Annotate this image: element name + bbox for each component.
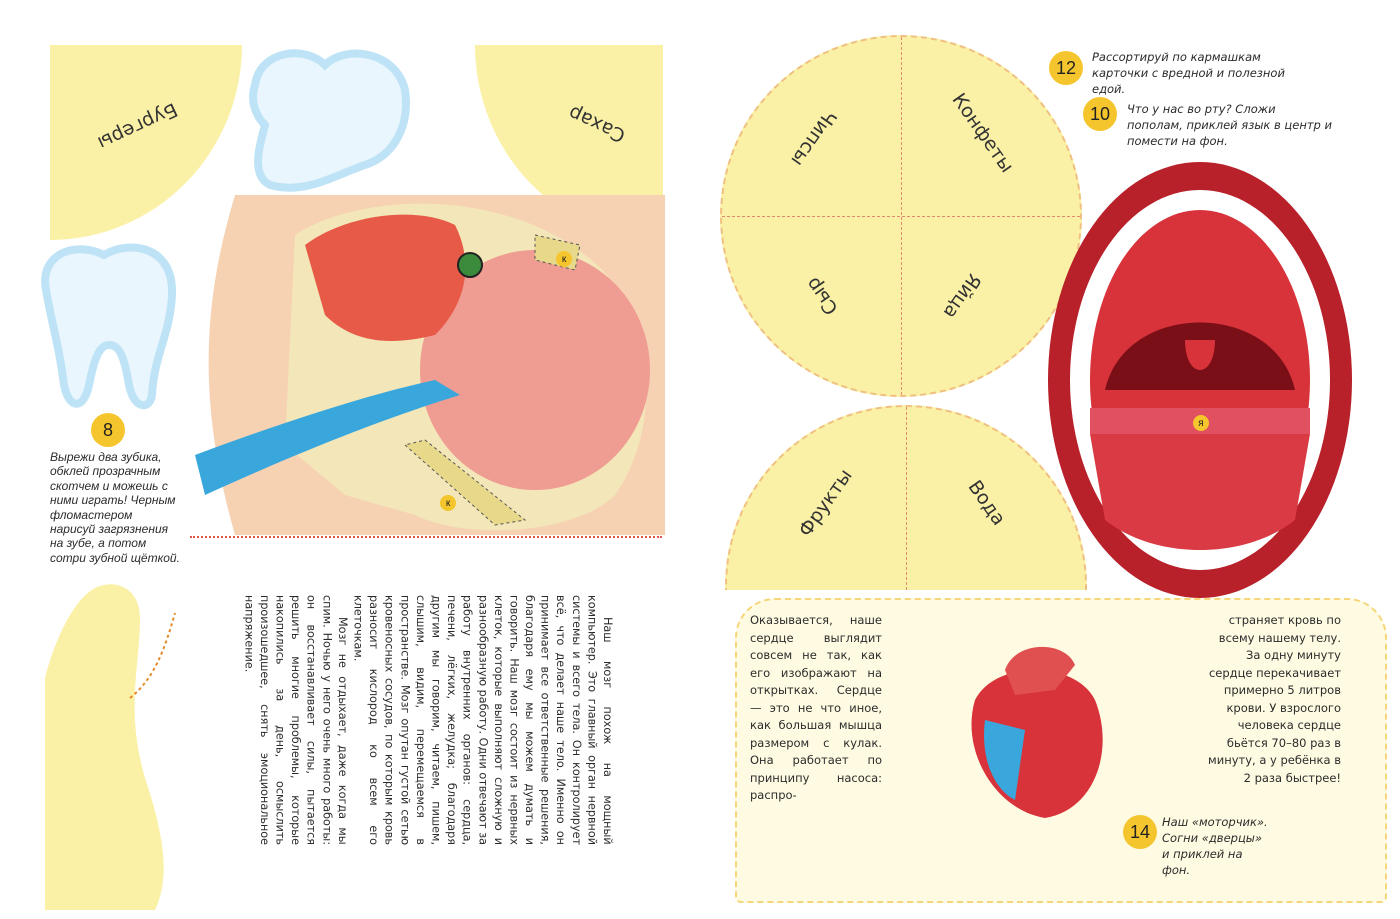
label-k-upper: к: [556, 251, 572, 267]
card-chips[interactable]: Чипсы: [786, 105, 841, 171]
step8-instruction: Вырежи два зубика, обклей прозрачным ско…: [50, 450, 180, 565]
card-candy[interactable]: Конфеты: [947, 89, 1019, 177]
tongue-label: я: [1193, 415, 1209, 431]
card-water[interactable]: Вода: [963, 476, 1010, 530]
step-badge-10: 10: [1083, 97, 1117, 131]
food-half-circle: Фрукты Вода: [725, 405, 1087, 590]
mouth-illustration: [1048, 162, 1352, 598]
heart-text-right: страняет кровь по всему нашему телу. За …: [1208, 613, 1341, 785]
step-badge-12: 12: [1049, 51, 1083, 85]
step12-instruction: Рассортируй по кармашкам карточки с вред…: [1092, 50, 1285, 96]
heart-illustration: [971, 646, 1103, 818]
label-k-lower: к: [440, 495, 456, 511]
tongue-cutout[interactable]: [45, 578, 180, 910]
brain-paragraph-2: Мозг не отдыхает, даже когда мы спим. Но…: [242, 595, 349, 845]
brain-text: Наш мозг похож на мощный компьютер. Это …: [242, 595, 615, 845]
card-cheese[interactable]: Сыр: [801, 273, 843, 319]
card-eggs[interactable]: Яйца: [938, 269, 986, 323]
tooth-cutout-1[interactable]: [245, 45, 417, 197]
step14-instruction: Наш «моторчик». Согни «дверцы» и приклей…: [1162, 815, 1268, 877]
brain-paragraph-1: Наш мозг похож на мощный компьютер. Это …: [351, 595, 615, 845]
food-circle: Чипсы Конфеты Сыр Яйца: [720, 35, 1082, 397]
cut-line: [190, 536, 662, 538]
card-fruits[interactable]: Фрукты: [794, 465, 857, 541]
head-anatomy-illustration: [195, 195, 665, 535]
card-label: Бургеры: [94, 98, 181, 154]
step-badge-8: 8: [91, 413, 125, 447]
card-label: Сахар: [565, 101, 629, 147]
heart-text-left: Оказывается, наше сердце выглядит совсем…: [750, 613, 882, 802]
tooth-cutout-2[interactable]: [34, 235, 182, 413]
step10-instruction: Что у нас во рту? Сложи пополам, приклей…: [1127, 102, 1332, 148]
step-badge-14: 14: [1123, 815, 1157, 849]
